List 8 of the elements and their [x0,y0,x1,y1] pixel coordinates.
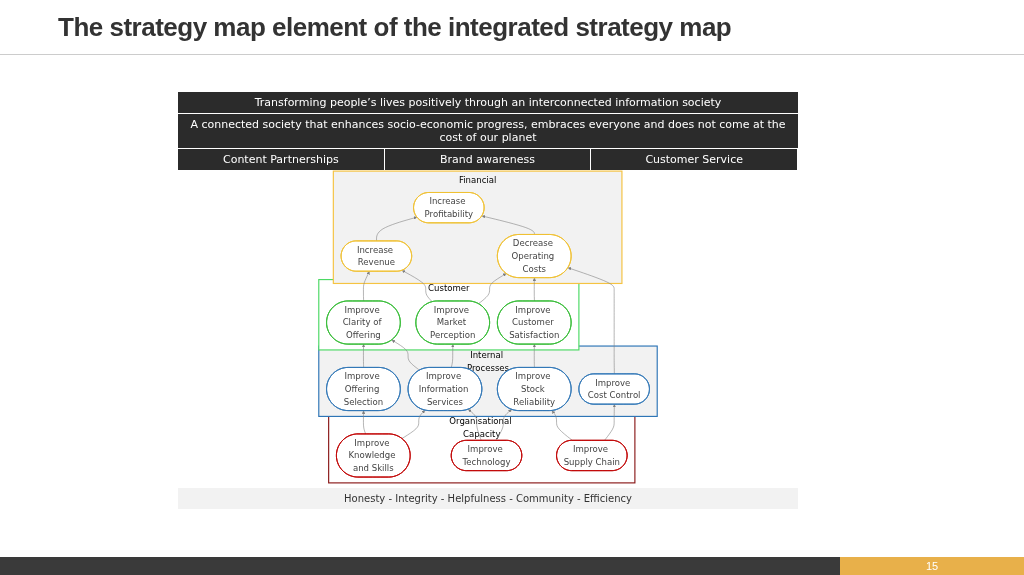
statement-band: A connected society that enhances socio-economic progress, embraces everyone and does not come at the cost of our planet [178,114,798,149]
theme-cell: Brand awareness [384,149,592,171]
statement-band: Transforming people’s lives positively through an interconnected information society [178,92,798,114]
page-number: 15 [840,557,1024,575]
theme-cell: Content Partnerships [178,149,385,171]
values-band: Honesty - Integrity - Helpfulness - Community - Efficiency [178,488,798,509]
slide-title: The strategy map element of the integrated strategy map [58,12,732,43]
theme-cell: Customer Service [591,149,798,171]
